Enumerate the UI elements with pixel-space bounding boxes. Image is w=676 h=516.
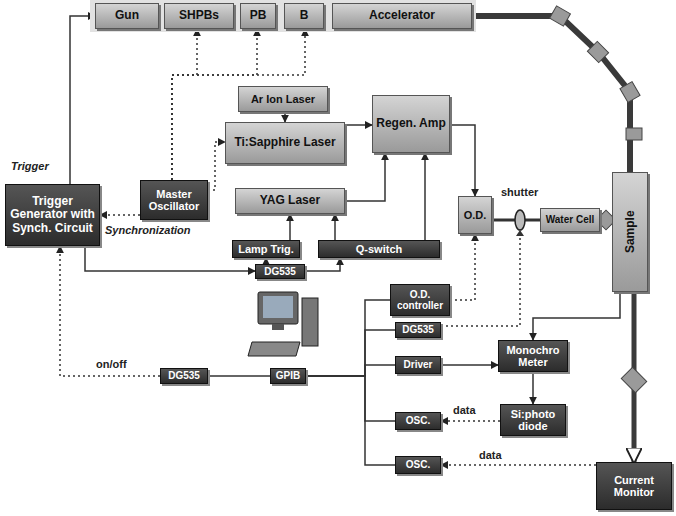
box-label: Regen. Amp [376, 117, 446, 130]
beamline-strip [90, 0, 476, 32]
computer-icon [248, 292, 318, 356]
mirror [621, 367, 646, 392]
signal-connector [208, 375, 270, 377]
signal-connector [70, 16, 95, 184]
component-box: YAG Laser [235, 188, 345, 214]
component-box: Trigger Generator with Synch. Circuit [5, 184, 100, 246]
signal-connector [441, 464, 596, 466]
signal-connector [441, 420, 500, 422]
component-box: Lamp Trig. [232, 240, 300, 258]
bending-magnet [620, 82, 640, 103]
beam-port [626, 128, 642, 140]
component-box: O.D. controller [390, 284, 450, 316]
component-box: OSC. [395, 412, 441, 430]
signal-connector [100, 214, 140, 216]
box-label: Trigger Generator with Synch. Circuit [9, 195, 96, 235]
annotation-label: Synchronization [104, 224, 192, 236]
signal-connector [306, 365, 395, 376]
signal-connector [450, 234, 475, 300]
component-box: Driver [395, 356, 441, 374]
signal-connector [85, 246, 255, 271]
bending-magnet [550, 6, 571, 26]
box-label: Ar Ion Laser [251, 93, 315, 105]
component-box: DG535 [255, 264, 305, 279]
annotation-label: shutter [500, 186, 539, 198]
box-label: GPIB [276, 370, 300, 381]
component-box: Current Monitor [596, 462, 672, 510]
box-label: DG535 [402, 324, 434, 335]
box-label: YAG Laser [260, 194, 320, 207]
annotation-label: on/off [95, 358, 128, 370]
component-box: B [284, 3, 324, 29]
component-box: Si:photo diode [500, 404, 566, 436]
component-box: Sample [612, 172, 648, 292]
component-box: Regen. Amp [372, 95, 450, 153]
box-label: Ti:Sapphire Laser [234, 136, 335, 149]
shutter-symbol [515, 210, 525, 230]
signal-connector [289, 214, 291, 240]
component-box: Accelerator [332, 3, 472, 29]
signal-connector [441, 364, 498, 366]
box-label: SHPBs [179, 9, 219, 22]
signal-connector [345, 153, 385, 201]
component-box: Ti:Sapphire Laser [225, 122, 345, 164]
shutter-control-line [441, 234, 520, 326]
box-label: Gun [115, 9, 139, 22]
annotation-label: data [452, 404, 477, 416]
signal-connector [334, 214, 336, 240]
annotation-label: data [478, 449, 503, 461]
arrowhead [516, 230, 524, 236]
box-label: OSC. [406, 415, 430, 426]
component-box: SHPBs [164, 3, 234, 29]
box-label: Monochro Meter [502, 344, 564, 369]
signal-connector [533, 292, 620, 340]
component-box: Master Oscillator [140, 180, 208, 220]
component-box: Gun [95, 3, 159, 29]
box-label: Water Cell [546, 214, 595, 225]
signal-connector [284, 112, 286, 122]
box-label: Si:photo diode [504, 408, 562, 433]
component-box: Monochro Meter [498, 340, 568, 372]
component-box: GPIB [270, 368, 306, 384]
component-box: PB [240, 3, 276, 29]
box-label: OSC. [406, 459, 430, 470]
box-label: Master Oscillator [144, 188, 204, 213]
component-box: Q-switch [318, 240, 440, 258]
signal-connector [424, 153, 426, 240]
signal-connector [306, 376, 395, 465]
box-label: O.D. [464, 209, 487, 221]
signal-connector [306, 376, 395, 421]
box-label: DG535 [264, 266, 296, 277]
component-box: DG535 [160, 368, 208, 384]
component-box: OSC. [395, 456, 441, 474]
beam-line [472, 16, 630, 172]
box-label: Driver [404, 359, 433, 370]
box-label: Accelerator [369, 9, 435, 22]
component-box: DG535 [395, 322, 441, 338]
signal-connector [172, 29, 197, 180]
signal-connector [532, 372, 534, 404]
signal-connector [60, 246, 160, 376]
component-box: O.D. [458, 196, 492, 234]
box-label: Current Monitor [600, 474, 668, 499]
component-box: Water Cell [540, 208, 600, 232]
signal-connector [305, 258, 340, 271]
signal-connector [306, 330, 395, 376]
signal-connector [208, 142, 225, 190]
component-box: Ar Ion Laser [238, 86, 328, 112]
signal-connector [345, 124, 372, 126]
box-label: O.D. controller [394, 289, 446, 311]
box-label: Sample [623, 211, 636, 254]
annotation-label: Trigger [10, 160, 50, 172]
box-label: Lamp Trig. [238, 243, 294, 255]
box-label: Q-switch [356, 243, 402, 255]
box-label: B [300, 9, 309, 22]
signal-connector [450, 125, 475, 196]
box-label: DG535 [168, 370, 200, 381]
box-label: PB [250, 9, 267, 22]
bending-magnet [587, 41, 608, 62]
